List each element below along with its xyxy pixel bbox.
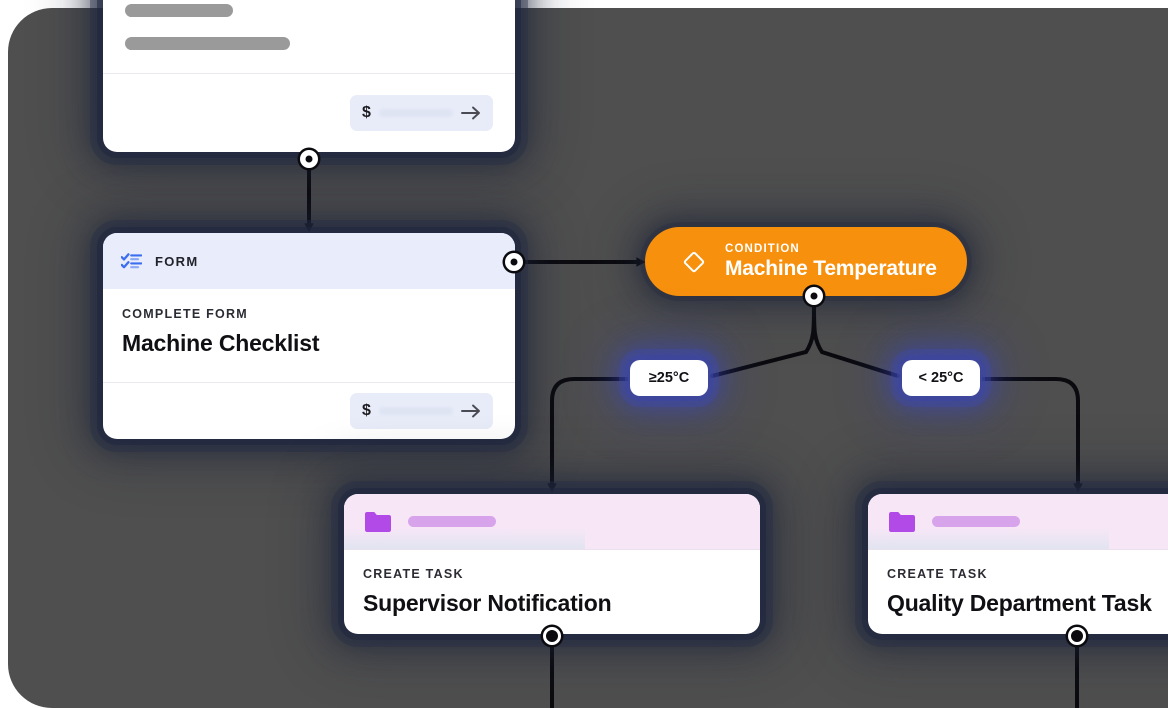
task-node-title: Quality Department Task	[887, 590, 1152, 616]
arrow-right-icon	[461, 106, 480, 120]
form-node-kicker: COMPLETE FORM	[122, 307, 248, 321]
branch-label-cold[interactable]: < 25°C	[902, 360, 980, 396]
condition-kicker: CONDITION	[725, 242, 800, 255]
arrow-right-icon	[461, 404, 480, 417]
folder-icon	[365, 511, 391, 532]
checklist-icon	[121, 252, 142, 268]
connector-dot-top-card-output[interactable]	[300, 150, 318, 168]
value-placeholder	[378, 109, 453, 117]
workflow-node-form[interactable]: FORM COMPLETE FORM Machine Checklist $	[103, 233, 515, 439]
condition-text-group: CONDITION Machine Temperature	[725, 243, 937, 281]
connector-dot-form-output[interactable]	[505, 253, 523, 271]
workflow-node-condition[interactable]: CONDITION Machine Temperature	[645, 227, 967, 296]
connector-dot-condition-output[interactable]	[805, 287, 823, 305]
top-card-placeholder-body	[103, 0, 515, 74]
task-node-kicker: CREATE TASK	[887, 567, 988, 581]
task-header-placeholder-bar	[408, 516, 496, 527]
diamond-icon	[683, 251, 705, 272]
value-placeholder	[378, 406, 453, 415]
task-node-body: CREATE TASK Supervisor Notification	[344, 550, 760, 617]
workflow-node-top-card[interactable]: $	[103, 0, 515, 152]
currency-input-button[interactable]: $	[350, 392, 493, 429]
currency-input-button[interactable]: $	[350, 95, 493, 131]
task-node-header	[868, 494, 1168, 550]
connector-dot-task-right-output[interactable]	[1068, 627, 1086, 645]
top-card-footer: $	[103, 74, 515, 152]
folder-icon	[889, 511, 915, 532]
form-node-title: Machine Checklist	[122, 330, 320, 356]
connector-dot-task-left-output[interactable]	[543, 627, 561, 645]
currency-symbol: $	[362, 104, 371, 121]
task-header-placeholder-bar	[932, 516, 1020, 527]
task-node-header	[344, 494, 760, 550]
placeholder-bar-1	[125, 4, 233, 17]
condition-title: Machine Temperature	[725, 256, 937, 280]
branch-label-hot[interactable]: ≥25°C	[630, 360, 708, 396]
task-node-body: CREATE TASK Quality Department Task	[868, 550, 1168, 617]
form-node-header-label: FORM	[155, 253, 199, 269]
form-node-header: FORM	[103, 233, 515, 289]
workflow-node-task-quality[interactable]: CREATE TASK Quality Department Task	[868, 494, 1168, 634]
form-node-body: COMPLETE FORM Machine Checklist	[103, 289, 515, 383]
task-node-kicker: CREATE TASK	[363, 567, 464, 581]
task-node-title: Supervisor Notification	[363, 590, 612, 616]
workflow-node-task-supervisor[interactable]: CREATE TASK Supervisor Notification	[344, 494, 760, 634]
form-node-footer: $	[103, 383, 515, 438]
placeholder-bar-2	[125, 37, 290, 50]
currency-symbol: $	[362, 401, 371, 419]
